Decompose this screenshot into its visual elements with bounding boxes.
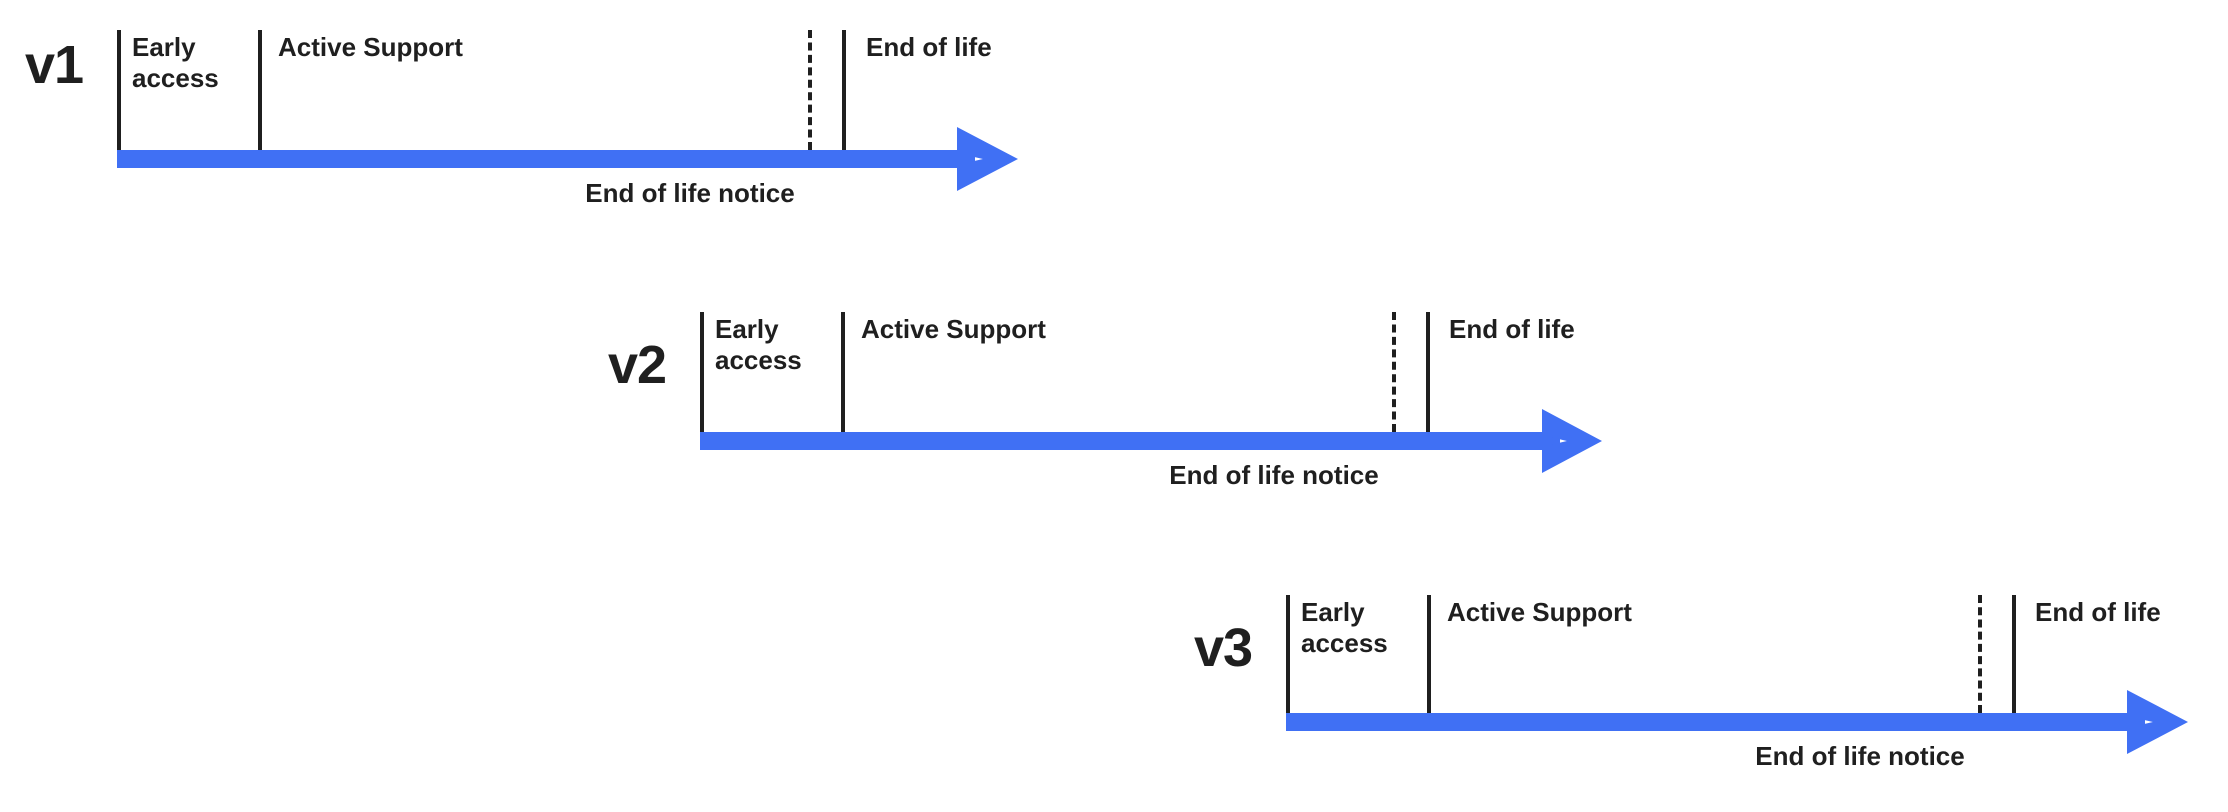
phase-label-early-access: Early access: [132, 32, 219, 93]
version-label-v1: v1: [25, 35, 84, 95]
phase-label-end-of-life: End of life: [866, 32, 992, 62]
phase-divider-early-access-start: [117, 30, 121, 150]
phase-label-early-access: Early access: [715, 314, 802, 375]
version-label-v2: v2: [608, 335, 667, 395]
bar-caption-end-of-life-notice: End of life notice: [585, 178, 795, 208]
end-of-life-notice-marker: [1978, 595, 1982, 713]
phase-label-early-access: Early access: [1301, 597, 1388, 658]
phase-label-end-of-life: End of life: [2035, 597, 2161, 627]
timeline-arrow-head-icon: [2127, 690, 2188, 754]
version-label-v3: v3: [1194, 618, 1253, 678]
phase-divider-active-support-start: [841, 312, 845, 432]
timeline-bar: [700, 432, 1560, 450]
phase-label-active-support: Active Support: [278, 32, 463, 62]
phase-label-active-support: Active Support: [1447, 597, 1632, 627]
phase-label-active-support: Active Support: [861, 314, 1046, 344]
phase-divider-end-of-life-start: [1426, 312, 1430, 432]
timeline-bar: [117, 150, 975, 168]
phase-divider-early-access-start: [1286, 595, 1290, 713]
phase-divider-end-of-life-start: [842, 30, 846, 150]
phase-label-end-of-life: End of life: [1449, 314, 1575, 344]
phase-divider-active-support-start: [1427, 595, 1431, 713]
bar-caption-end-of-life-notice: End of life notice: [1169, 460, 1379, 490]
phase-divider-end-of-life-start: [2012, 595, 2016, 713]
timeline-arrow-head-icon: [957, 127, 1018, 191]
end-of-life-notice-marker: [808, 30, 812, 150]
timeline-bar: [1286, 713, 2145, 731]
timeline-arrow-head-icon: [1542, 409, 1602, 473]
end-of-life-notice-marker: [1392, 312, 1396, 432]
bar-caption-end-of-life-notice: End of life notice: [1755, 741, 1965, 771]
phase-divider-early-access-start: [700, 312, 704, 432]
phase-divider-active-support-start: [258, 30, 262, 150]
